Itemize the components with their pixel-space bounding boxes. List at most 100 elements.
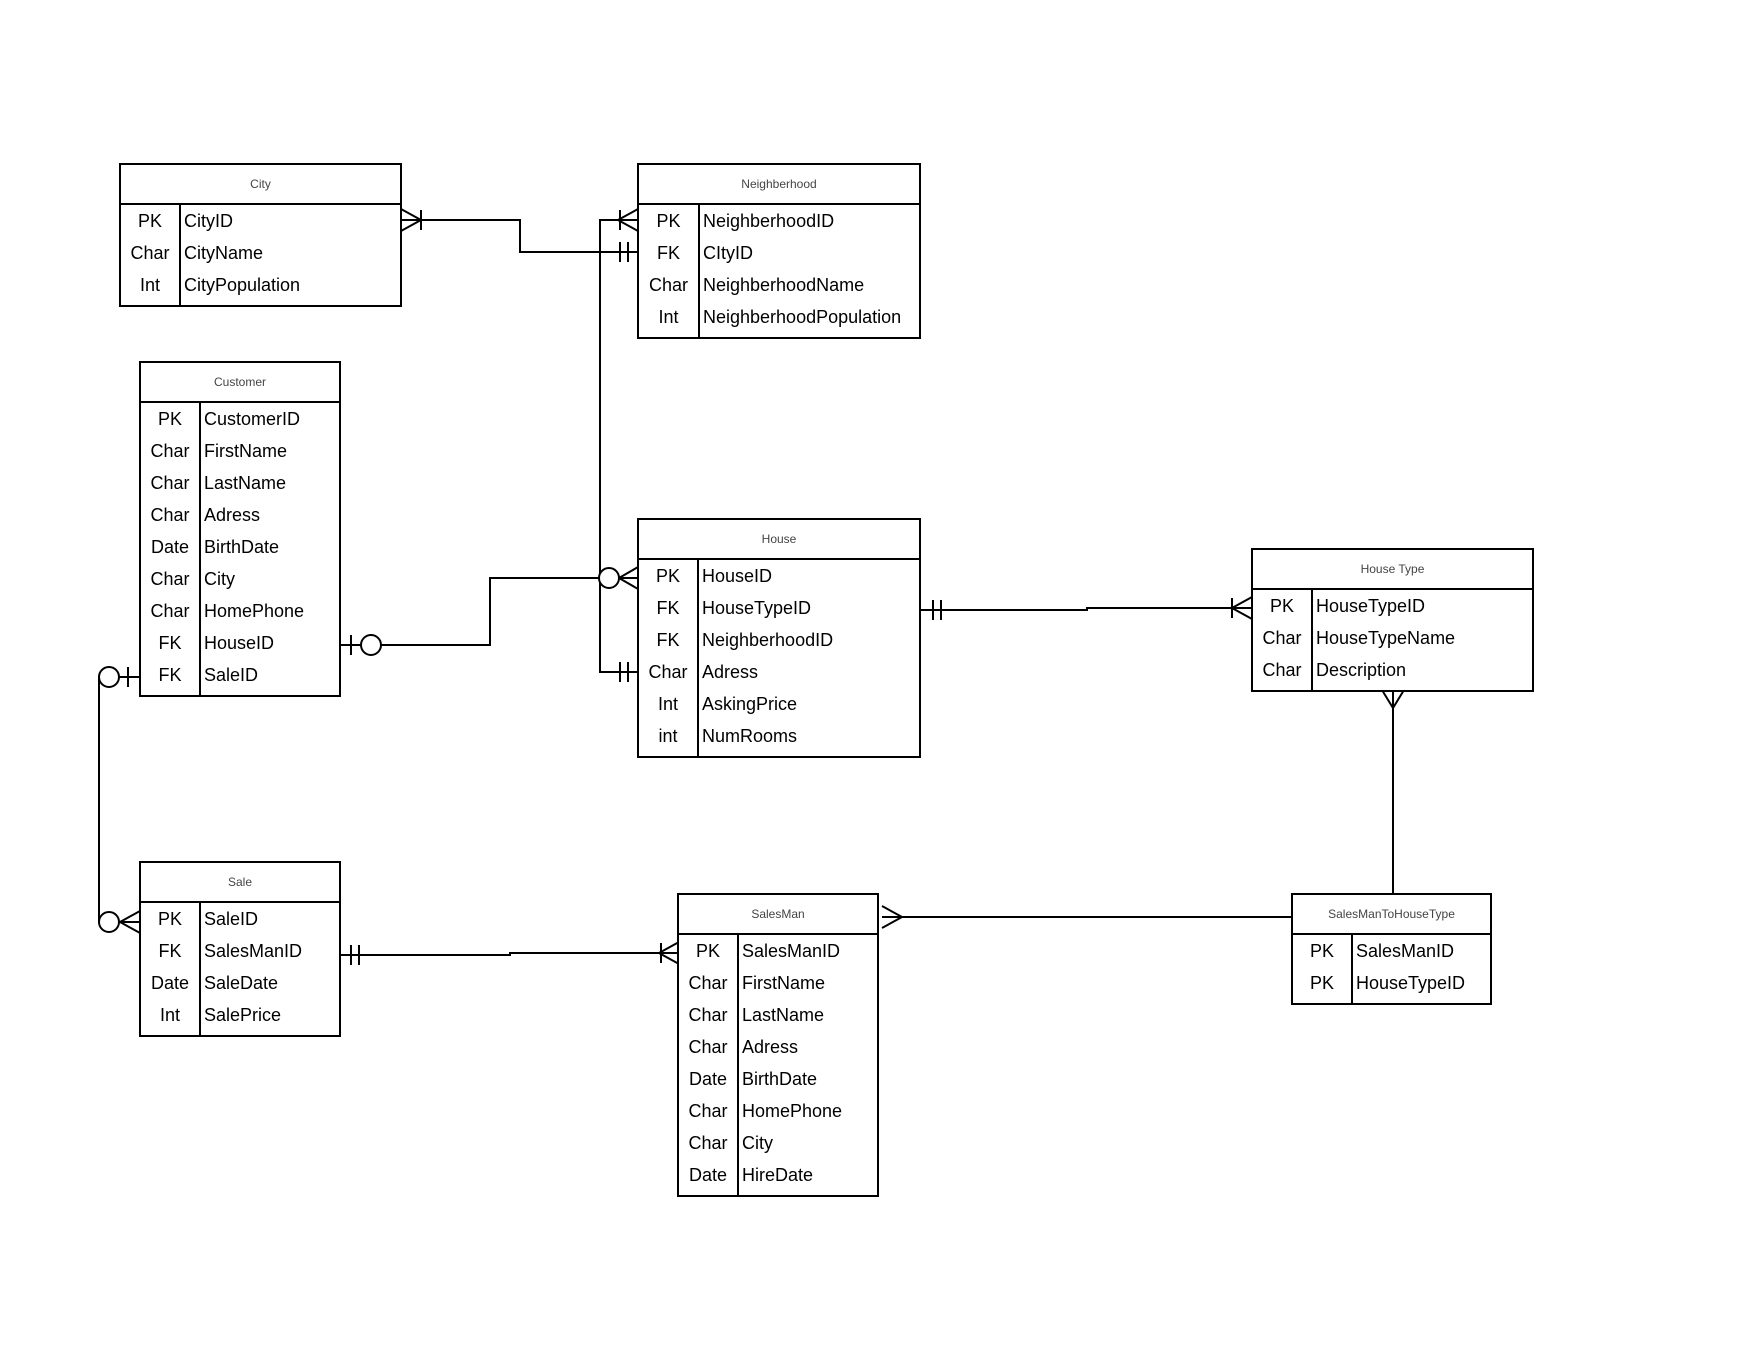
rel-junction-salesman: [881, 905, 1292, 929]
entity-title: Sale: [141, 863, 339, 903]
attribute-name: HomePhone: [204, 600, 305, 621]
attribute-name: HouseTypeID: [1316, 595, 1426, 616]
attribute-type: Int: [159, 1004, 180, 1025]
attribute-name: CityPopulation: [184, 274, 301, 295]
attribute-type: PK: [656, 210, 681, 231]
attribute-name: SalesManID: [204, 940, 303, 961]
rel-neighborhood-house: [599, 208, 639, 682]
attribute-type: int: [658, 725, 678, 746]
attribute-row[interactable]: Char HomePhone: [141, 595, 339, 627]
attribute-type: Char: [648, 661, 688, 682]
entity-title: Customer: [141, 363, 339, 403]
attribute-type: FK: [656, 629, 680, 650]
rel-city-neighborhood: [400, 208, 638, 262]
attribute-type: Date: [150, 536, 190, 557]
attribute-name: NeighberhoodName: [703, 274, 865, 295]
attribute-name: NumRooms: [702, 725, 798, 746]
attribute-name: Description: [1316, 659, 1407, 680]
attribute-name: SalePrice: [204, 1004, 282, 1025]
attribute-name: CustomerID: [204, 408, 301, 429]
attribute-name: HouseID: [204, 632, 275, 653]
attribute-row[interactable]: PK CustomerID: [141, 403, 339, 435]
attribute-name: Adress: [204, 504, 261, 525]
attribute-type: Date: [688, 1164, 728, 1185]
attribute-name: SaleID: [204, 664, 259, 685]
attribute-row[interactable]: Char Adress: [639, 656, 919, 688]
attribute-type: PK: [157, 408, 182, 429]
attribute-type: Char: [150, 600, 190, 621]
attribute-type: PK: [1269, 595, 1294, 616]
attribute-name: AskingPrice: [702, 693, 798, 714]
rel-house-housetype: [921, 596, 1253, 620]
attribute-row[interactable]: Char Adress: [141, 499, 339, 531]
attribute-name: Adress: [702, 661, 759, 682]
attribute-type: Int: [139, 274, 160, 295]
entity-title: SalesMan: [679, 895, 877, 935]
column-divider: [199, 903, 201, 1035]
attribute-type: Int: [657, 693, 678, 714]
attribute-type: PK: [157, 908, 182, 929]
attribute-row[interactable]: Int AskingPrice: [639, 688, 919, 720]
attribute-name: HouseTypeID: [1356, 972, 1466, 993]
attribute-type: FK: [158, 664, 182, 685]
attribute-name: City: [742, 1132, 773, 1153]
attribute-row[interactable]: Int CityPopulation: [121, 269, 400, 301]
attribute-type: Char: [688, 1036, 728, 1057]
attribute-type: Char: [688, 1004, 728, 1025]
column-divider: [1351, 935, 1353, 1003]
attribute-type: FK: [656, 597, 680, 618]
attribute-name: CityName: [184, 242, 264, 263]
attribute-type: PK: [655, 565, 680, 586]
attribute-row[interactable]: int NumRooms: [639, 720, 919, 752]
attribute-type: Char: [150, 568, 190, 589]
attribute-row[interactable]: PK HouseTypeID: [1253, 590, 1532, 622]
attribute-type: Date: [150, 972, 190, 993]
attribute-row[interactable]: PK NeighberhoodID: [639, 205, 919, 237]
attribute-type: Char: [150, 504, 190, 525]
attribute-row[interactable]: FK SaleID: [141, 659, 339, 691]
attribute-name: NeighberhoodID: [703, 210, 835, 231]
attribute-row[interactable]: Int SalePrice: [141, 999, 339, 1031]
